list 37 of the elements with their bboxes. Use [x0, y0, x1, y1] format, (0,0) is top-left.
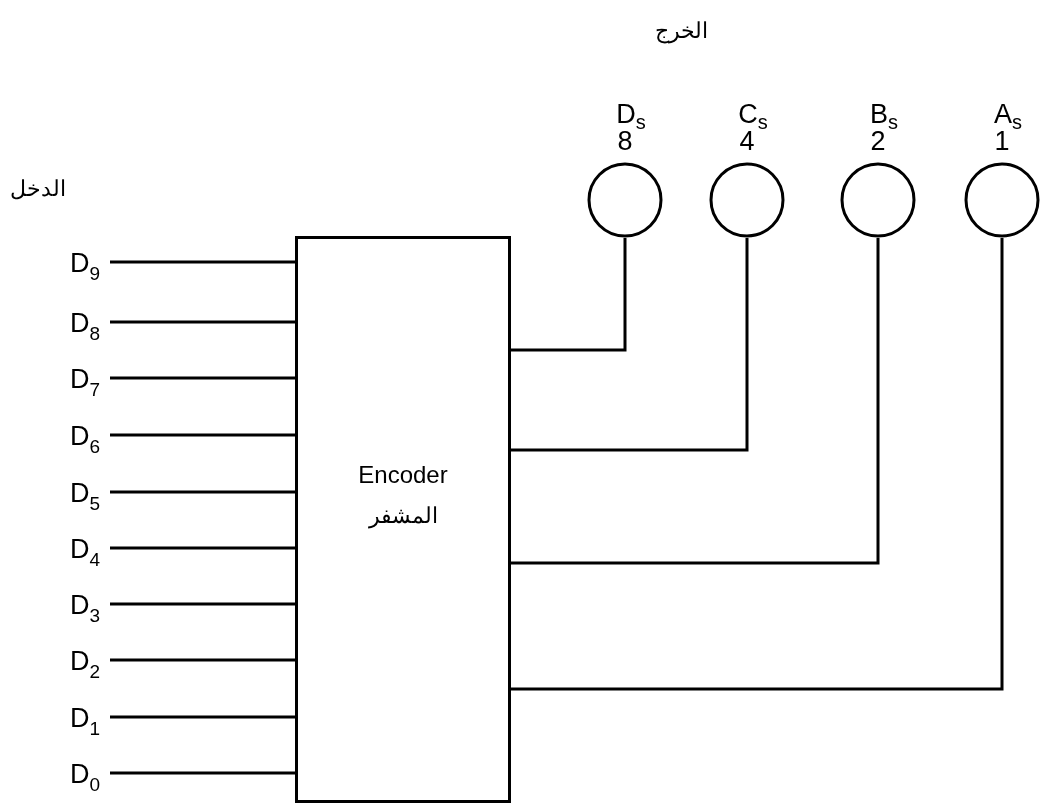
weight-label: 1: [994, 128, 1010, 154]
input-label: D$_{1}$: [69, 703, 100, 744]
block-name: Encoder: [357, 461, 449, 489]
input-label: D$_{3}$: [69, 590, 100, 631]
block-name: المشفر: [367, 503, 439, 529]
input-label: D$_{2}$: [69, 646, 100, 687]
wire: [110, 320, 295, 324]
wire: [511, 238, 1004, 691]
output-label: C$_{s}$: [738, 100, 768, 128]
input-label: D$_{0}$: [69, 759, 100, 800]
input-label: D$_{6}$: [69, 421, 100, 462]
section-label: الدخل: [10, 176, 66, 202]
wire: [110, 546, 295, 550]
weight-label: 8: [617, 128, 633, 154]
wire: [110, 715, 295, 719]
input-label: D$_{9}$: [69, 248, 100, 289]
wire: [511, 238, 880, 565]
encoder-block: [295, 236, 511, 803]
wire: [110, 771, 295, 775]
section-label: الخرج: [655, 18, 708, 44]
wire: [110, 260, 295, 264]
input-label: D$_{5}$: [69, 478, 100, 519]
weight-label: 4: [739, 128, 755, 154]
output-label: A$_{s}$: [994, 100, 1022, 128]
wire: [511, 238, 749, 452]
input-label: D$_{8}$: [69, 308, 100, 349]
input-label: D$_{4}$: [69, 534, 100, 575]
output-label: B$_{s}$: [870, 100, 898, 128]
wire: [511, 238, 627, 352]
wire: [110, 658, 295, 662]
input-label: D$_{7}$: [69, 364, 100, 405]
wire: [110, 433, 295, 437]
wire: [110, 490, 295, 494]
wire: [110, 376, 295, 380]
wire: [110, 602, 295, 606]
weight-label: 2: [870, 128, 886, 154]
output-label: D$_{s}$: [616, 100, 646, 128]
